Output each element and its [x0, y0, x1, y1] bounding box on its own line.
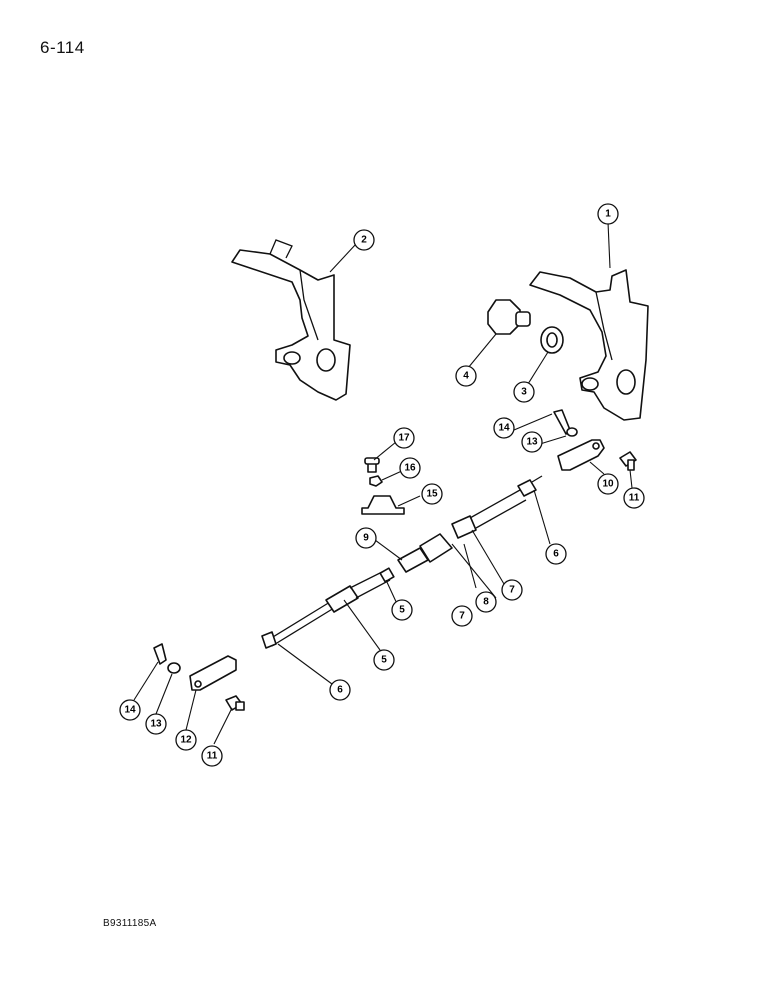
callout-13-left: 13 [145, 713, 167, 735]
svg-text:10: 10 [602, 479, 614, 490]
clevis-left [189, 655, 237, 691]
callout-7-upper: 7 [501, 579, 523, 601]
callout-1: 1 [597, 203, 619, 225]
svg-text:4: 4 [463, 371, 469, 382]
callout-2: 2 [353, 229, 375, 251]
callout-4: 4 [455, 365, 477, 387]
callout-11-right: 11 [623, 487, 645, 509]
callout-3: 3 [513, 381, 535, 403]
svg-text:7: 7 [459, 611, 465, 622]
clamp-15 [361, 495, 405, 515]
screw-17 [364, 457, 380, 473]
svg-text:8: 8 [483, 597, 489, 608]
page-number: 6-114 [40, 38, 85, 57]
callout-13-right: 13 [521, 431, 543, 453]
callout-6-left: 6 [329, 679, 351, 701]
callout-7-lower: 7 [451, 605, 473, 627]
callout-6-right: 6 [545, 543, 567, 565]
svg-text:14: 14 [124, 705, 136, 716]
callout-11-left: 11 [201, 745, 223, 767]
callout-12: 12 [175, 729, 197, 751]
svg-text:12: 12 [180, 735, 192, 746]
cotter-pin-left [153, 643, 167, 665]
svg-text:14: 14 [498, 423, 510, 434]
callout-14-left: 14 [119, 699, 141, 721]
svg-text:2: 2 [361, 235, 367, 246]
figure-code: B9311185A [103, 918, 157, 929]
bracket-right [529, 269, 649, 421]
nut-16 [369, 475, 383, 487]
bracket-left [231, 239, 351, 401]
bolt-left [225, 695, 245, 711]
washer-right [566, 427, 578, 437]
svg-text:6: 6 [553, 549, 559, 560]
callout-5-upper: 5 [391, 599, 413, 621]
callout-15: 15 [421, 483, 443, 505]
bolt-right [619, 451, 637, 471]
svg-text:7: 7 [509, 585, 515, 596]
callout-5-lower: 5 [373, 649, 395, 671]
callout-9: 9 [355, 527, 377, 549]
svg-text:17: 17 [398, 433, 410, 444]
svg-text:11: 11 [207, 751, 218, 762]
cable-assembly [261, 475, 543, 649]
nut-part-4 [487, 299, 531, 335]
svg-text:1: 1 [605, 209, 611, 220]
svg-text:6: 6 [337, 685, 343, 696]
svg-text:15: 15 [426, 489, 438, 500]
callout-8: 8 [475, 591, 497, 613]
callout-10: 10 [597, 473, 619, 495]
leader-lines [133, 221, 633, 745]
svg-text:5: 5 [381, 655, 387, 666]
callout-17: 17 [393, 427, 415, 449]
svg-text:3: 3 [521, 387, 527, 398]
svg-text:5: 5 [399, 605, 405, 616]
svg-text:11: 11 [629, 493, 640, 504]
svg-text:13: 13 [526, 437, 538, 448]
callout-14-right: 14 [493, 417, 515, 439]
washer-left [167, 662, 181, 674]
svg-text:13: 13 [150, 719, 162, 730]
svg-text:9: 9 [363, 533, 369, 544]
callout-16: 16 [399, 457, 421, 479]
washer-part-3 [540, 326, 564, 354]
svg-text:16: 16 [404, 463, 416, 474]
clevis-right [557, 439, 605, 471]
